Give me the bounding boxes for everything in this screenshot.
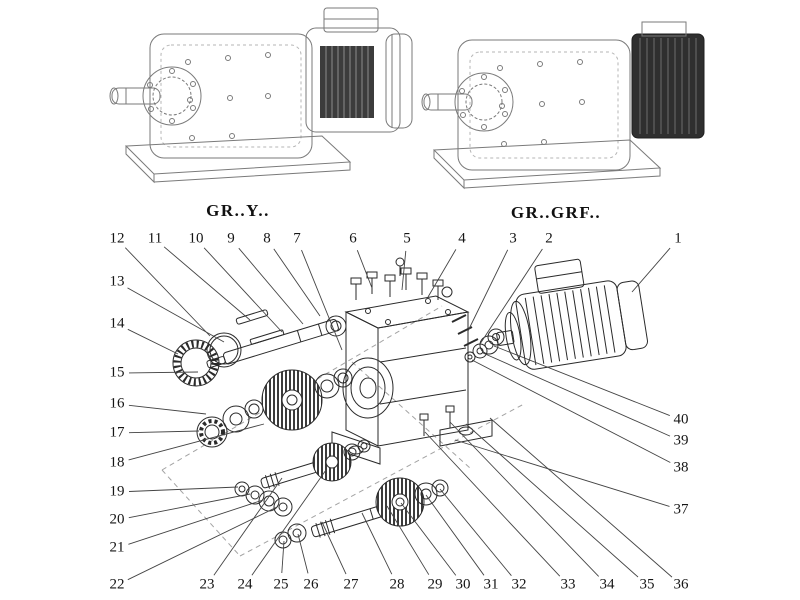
- leader-line-6: [356, 250, 373, 289]
- right-model-caption: GR..GRF..: [510, 203, 602, 222]
- leader-line-13: [127, 287, 225, 343]
- leader-line-26: [297, 533, 309, 574]
- leader-line-31: [425, 494, 485, 576]
- callout-21: 21: [109, 539, 125, 556]
- callout-40: 40: [673, 411, 689, 428]
- callout-3: 3: [509, 230, 517, 247]
- leader-line-28: [361, 512, 393, 575]
- callout-9: 9: [227, 230, 235, 247]
- leader-line-16: [128, 404, 207, 415]
- leader-line-38: [471, 359, 671, 463]
- leader-line-5: [401, 250, 407, 291]
- callout-26: 26: [303, 576, 319, 593]
- left-bearings-part: [196, 399, 264, 448]
- leader-line-12: [124, 247, 211, 337]
- housing-part: [331, 295, 493, 465]
- callout-25: 25: [273, 576, 289, 593]
- callout-33: 33: [560, 576, 576, 593]
- leader-line-18: [128, 423, 265, 461]
- leader-line-27: [321, 521, 347, 575]
- callout-29: 29: [427, 576, 443, 593]
- callout-13: 13: [109, 273, 125, 290]
- callout-19: 19: [109, 483, 125, 500]
- leader-line-2: [479, 248, 543, 345]
- leader-lines: [124, 246, 673, 581]
- callout-11: 11: [147, 230, 163, 247]
- leader-line-29: [386, 505, 430, 575]
- leader-line-1: [631, 247, 671, 293]
- callout-27: 27: [343, 576, 359, 593]
- oil-seal-part: [172, 332, 242, 387]
- callout-16: 16: [109, 395, 125, 412]
- leader-line-32: [439, 488, 512, 576]
- leader-line-9: [238, 247, 304, 325]
- left-model-caption: GR..Y..: [206, 201, 270, 220]
- callout-24: 24: [237, 576, 253, 593]
- callout-1: 1: [674, 230, 682, 247]
- lower-shaft-part: [274, 477, 449, 549]
- callout-10: 10: [188, 230, 204, 247]
- leader-line-34: [449, 421, 600, 577]
- callout-30: 30: [455, 576, 471, 593]
- callout-37: 37: [673, 501, 689, 518]
- callout-38: 38: [673, 459, 689, 476]
- callout-23: 23: [199, 576, 215, 593]
- exploded-view: [161, 257, 648, 557]
- callout-15: 15: [109, 364, 125, 381]
- leader-line-7: [301, 249, 343, 351]
- leader-line-14: [127, 328, 179, 355]
- gearmotor-left-drawing: [109, 7, 413, 184]
- callout-2: 2: [545, 230, 553, 247]
- leader-line-33: [424, 431, 561, 577]
- leader-line-4: [427, 249, 457, 298]
- callout-4: 4: [458, 230, 466, 247]
- leader-line-21: [128, 499, 264, 545]
- callout-12: 12: [109, 230, 125, 247]
- callout-32: 32: [511, 576, 527, 593]
- leader-line-11: [163, 246, 251, 321]
- callout-8: 8: [263, 230, 271, 247]
- leader-line-37: [454, 439, 670, 507]
- leader-line-3: [467, 249, 509, 332]
- callout-7: 7: [293, 230, 301, 247]
- leader-line-23: [213, 477, 283, 576]
- callout-17: 17: [109, 424, 125, 441]
- leader-line-40: [493, 345, 670, 417]
- callout-5: 5: [403, 230, 411, 247]
- callout-36: 36: [673, 576, 689, 593]
- gearmotor-right-drawing: [421, 21, 705, 190]
- leader-line-19: [128, 486, 239, 492]
- callout-35: 35: [639, 576, 655, 593]
- leader-line-22: [127, 506, 278, 581]
- callout-6: 6: [349, 230, 357, 247]
- callout-22: 22: [109, 576, 125, 593]
- callout-14: 14: [109, 315, 125, 332]
- callout-31: 31: [483, 576, 499, 593]
- leader-line-35: [465, 423, 639, 578]
- leader-line-24: [251, 469, 327, 576]
- callout-39: 39: [673, 432, 689, 449]
- housing-bolts-part: [419, 405, 455, 436]
- pinion-shaft-part: [260, 439, 371, 489]
- callout-18: 18: [109, 454, 125, 471]
- big-gear-part: [261, 368, 353, 431]
- leader-line-30: [400, 502, 457, 576]
- leader-line-15: [128, 371, 199, 374]
- leader-line-36: [489, 417, 673, 578]
- leader-line-25: [281, 540, 285, 574]
- cover-bolts-part: [350, 257, 453, 300]
- callout-28: 28: [389, 576, 405, 593]
- callout-34: 34: [599, 576, 615, 593]
- callout-20: 20: [109, 511, 125, 528]
- leader-line-39: [482, 352, 671, 437]
- leader-line-8: [273, 248, 321, 317]
- leader-line-10: [203, 247, 283, 333]
- leader-line-17: [128, 430, 200, 434]
- leader-line-20: [128, 493, 251, 519]
